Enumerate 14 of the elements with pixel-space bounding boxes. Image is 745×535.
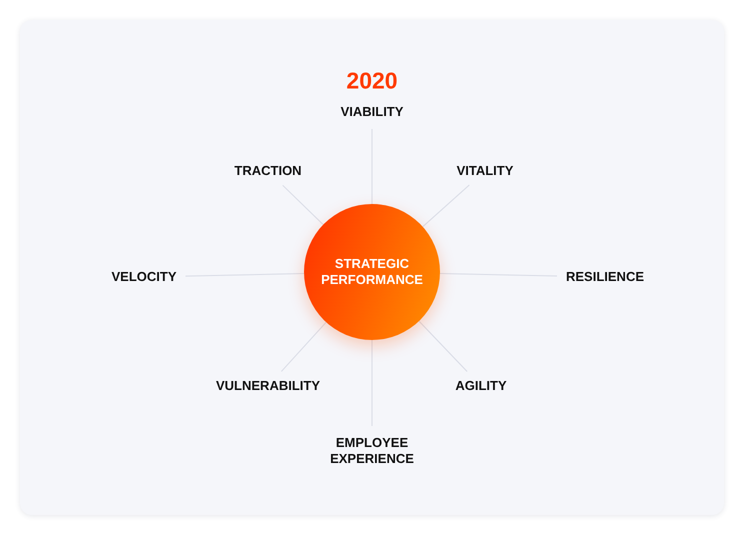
connector-line [418, 320, 468, 372]
spoke-label: AGILITY [455, 378, 507, 394]
title: 2020 [346, 70, 398, 92]
connector-line [282, 184, 324, 226]
spoke-label: VIABILITY [340, 104, 404, 120]
spoke-label: EMPLOYEE EXPERIENCE [322, 435, 422, 467]
connector-line [422, 184, 470, 228]
connector-line [280, 322, 327, 372]
spoke-label: VELOCITY [112, 269, 176, 285]
spoke-label: VULNERABILITY [216, 378, 320, 394]
spoke-label: TRACTION [234, 163, 302, 179]
spoke-label: VITALITY [456, 163, 514, 179]
spoke-label: RESILIENCE [566, 269, 644, 285]
circle-label: STRATEGIC PERFORMANCE [320, 256, 424, 288]
